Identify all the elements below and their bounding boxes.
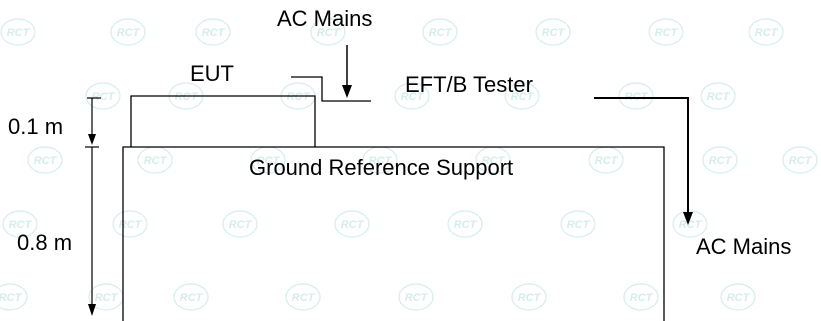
rct-watermark-icon: RCT — [618, 82, 654, 110]
svg-text:RCT: RCT — [287, 91, 311, 103]
height-01-label: 0.1 m — [8, 114, 63, 139]
rct-watermark-icon: RCT — [195, 18, 231, 46]
svg-text:RCT: RCT — [482, 155, 506, 167]
tester-label: EFT/B Tester — [405, 72, 533, 97]
rct-watermark-icon: RCT — [394, 82, 430, 110]
svg-text:RCT: RCT — [679, 219, 703, 231]
svg-text:RCT: RCT — [405, 292, 429, 304]
rct-watermark-icon: RCT — [511, 283, 547, 311]
height-08-arrow-head — [88, 304, 96, 316]
svg-text:RCT: RCT — [117, 27, 141, 39]
rct-watermark-icon: RCT — [27, 146, 63, 174]
svg-text:RCT: RCT — [709, 155, 733, 167]
ac-mains-top-arrow-head — [342, 85, 352, 98]
eut-box-outline — [130, 95, 316, 147]
height-01-arrow-head — [88, 134, 96, 145]
rct-watermark-icon: RCT — [720, 283, 756, 311]
rct-watermark-icon: RCT — [85, 82, 121, 110]
svg-text:RCT: RCT — [119, 219, 143, 231]
rct-watermark-icon: RCT — [112, 210, 148, 238]
rct-watermark-icon: RCT — [623, 283, 659, 311]
eut-label: EUT — [190, 61, 234, 86]
svg-text:RCT: RCT — [180, 292, 204, 304]
rct-watermark-icon: RCT — [0, 283, 28, 311]
rct-watermark-icon: RCT — [2, 210, 38, 238]
ac-mains-right-arrow-head — [683, 212, 693, 225]
svg-text:RCT: RCT — [341, 219, 365, 231]
svg-text:RCT: RCT — [257, 155, 281, 167]
rct-watermark-icon: RCT — [504, 82, 540, 110]
svg-text:RCT: RCT — [369, 155, 393, 167]
ground-reference-support-label: Ground Reference Support — [249, 155, 513, 180]
svg-text:RCT: RCT — [175, 91, 199, 103]
svg-text:RCT: RCT — [144, 155, 168, 167]
rct-watermark-icon: RCT — [137, 146, 173, 174]
rct-watermark-icon: RCT — [0, 18, 36, 46]
svg-text:RCT: RCT — [7, 27, 31, 39]
rct-watermark-layer: RCT RCT RCT RCT RCT RCT RCT RCT RCT RCT RCT RCT RCT R… — [0, 18, 818, 311]
rct-watermark-icon: RCT — [748, 18, 784, 46]
svg-text:RCT: RCT — [727, 292, 751, 304]
eut-lead-line — [291, 76, 371, 102]
rct-watermark-icon: RCT — [285, 283, 321, 311]
rct-watermark-icon: RCT — [334, 210, 370, 238]
svg-text:RCT: RCT — [0, 292, 23, 304]
rct-watermark-icon: RCT — [588, 146, 624, 174]
rct-watermark-icon: RCT — [672, 210, 708, 238]
rct-watermark-icon: RCT — [422, 18, 458, 46]
rct-watermark-icon: RCT — [447, 210, 483, 238]
ac-mains-right-arrow-shaft — [594, 97, 689, 213]
rct-watermark-icon: RCT — [222, 210, 258, 238]
svg-text:RCT: RCT — [595, 155, 619, 167]
svg-text:RCT: RCT — [317, 27, 341, 39]
ac-mains-right-label: AC Mains — [696, 234, 791, 259]
svg-text:RCT: RCT — [401, 91, 425, 103]
svg-text:RCT: RCT — [429, 27, 453, 39]
svg-text:RCT: RCT — [655, 27, 679, 39]
svg-text:RCT: RCT — [9, 219, 33, 231]
rct-watermark-icon: RCT — [560, 210, 596, 238]
rct-watermark-icon: RCT — [110, 18, 146, 46]
rct-watermark-icon: RCT — [398, 283, 434, 311]
svg-text:RCT: RCT — [92, 91, 116, 103]
svg-text:RCT: RCT — [789, 155, 813, 167]
rct-watermark-icon: RCT — [535, 18, 571, 46]
ground-reference-support-outline — [122, 146, 665, 321]
svg-text:RCT: RCT — [34, 155, 58, 167]
rct-watermark-icon: RCT — [702, 146, 738, 174]
svg-text:RCT: RCT — [567, 219, 591, 231]
svg-text:RCT: RCT — [630, 292, 654, 304]
svg-text:RCT: RCT — [542, 27, 566, 39]
rct-watermark-icon: RCT — [648, 18, 684, 46]
svg-text:RCT: RCT — [454, 219, 478, 231]
svg-text:RCT: RCT — [755, 27, 779, 39]
svg-text:RCT: RCT — [292, 292, 316, 304]
rct-watermark-icon: RCT — [700, 82, 736, 110]
svg-text:RCT: RCT — [518, 292, 542, 304]
rct-watermark-icon: RCT — [173, 283, 209, 311]
svg-text:RCT: RCT — [229, 219, 253, 231]
svg-text:RCT: RCT — [511, 91, 535, 103]
height-08-label: 0.8 m — [17, 230, 72, 255]
ac-mains-top-label: AC Mains — [277, 6, 372, 31]
svg-text:RCT: RCT — [707, 91, 731, 103]
svg-text:RCT: RCT — [95, 292, 119, 304]
svg-text:RCT: RCT — [202, 27, 226, 39]
rct-watermark-icon: RCT — [782, 146, 818, 174]
rct-watermark-icon: RCT — [310, 18, 346, 46]
